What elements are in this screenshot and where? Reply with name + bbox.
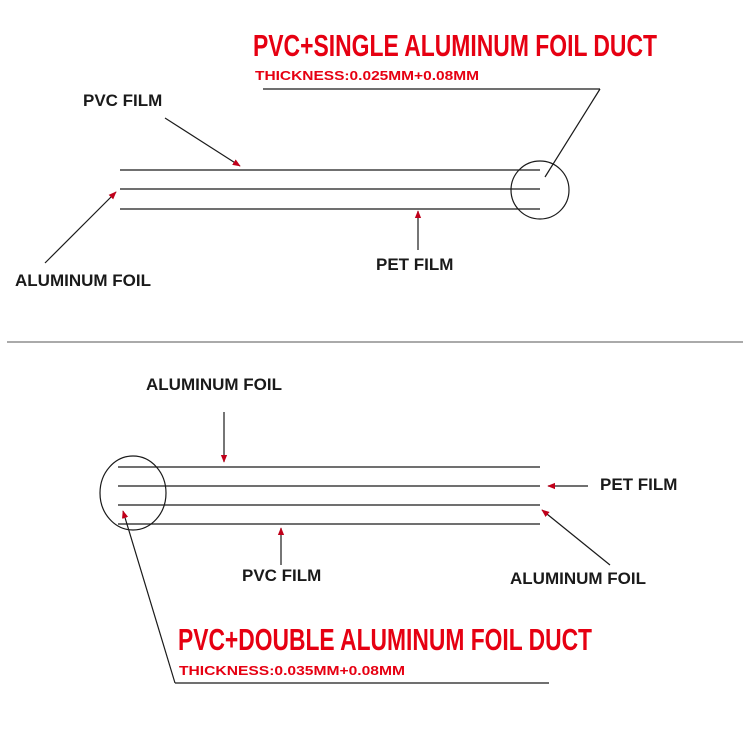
double-thickness: THICKNESS:0.035MM+0.08MM	[179, 663, 405, 678]
double-detail-circle	[99, 455, 167, 531]
single-label-aluminum-foil: ALUMINUM FOIL	[15, 271, 151, 290]
single-detail-circle	[510, 160, 570, 220]
single-thickness: THICKNESS:0.025MM+0.08MM	[255, 68, 479, 83]
double-label-pvc-film: PVC FILM	[242, 566, 321, 585]
single-label-pvc-film: PVC FILM	[83, 91, 162, 110]
single-title: PVC+SINGLE ALUMINUM FOIL DUCT	[253, 28, 657, 63]
single-leader-diagonal	[544, 88, 601, 178]
double-title: PVC+DOUBLE ALUMINUM FOIL DUCT	[178, 622, 592, 657]
single-arrow-pvc-film	[164, 117, 241, 167]
double-label-aluminum-foil-top: ALUMINUM FOIL	[146, 375, 282, 394]
single-arrow-aluminum-foil	[44, 191, 117, 264]
double-foil-section: ALUMINUM FOIL PET FILM PVC FILM ALUMINUM…	[99, 375, 677, 684]
double-label-pet-film: PET FILM	[600, 475, 677, 494]
single-foil-section: PVC+SINGLE ALUMINUM FOIL DUCT THICKNESS:…	[15, 28, 657, 290]
double-arrow-aluminum-foil-bottom	[541, 509, 611, 566]
single-label-pet-film: PET FILM	[376, 255, 453, 274]
double-label-aluminum-foil-bottom: ALUMINUM FOIL	[510, 569, 646, 588]
double-leader-diagonal	[122, 510, 176, 684]
